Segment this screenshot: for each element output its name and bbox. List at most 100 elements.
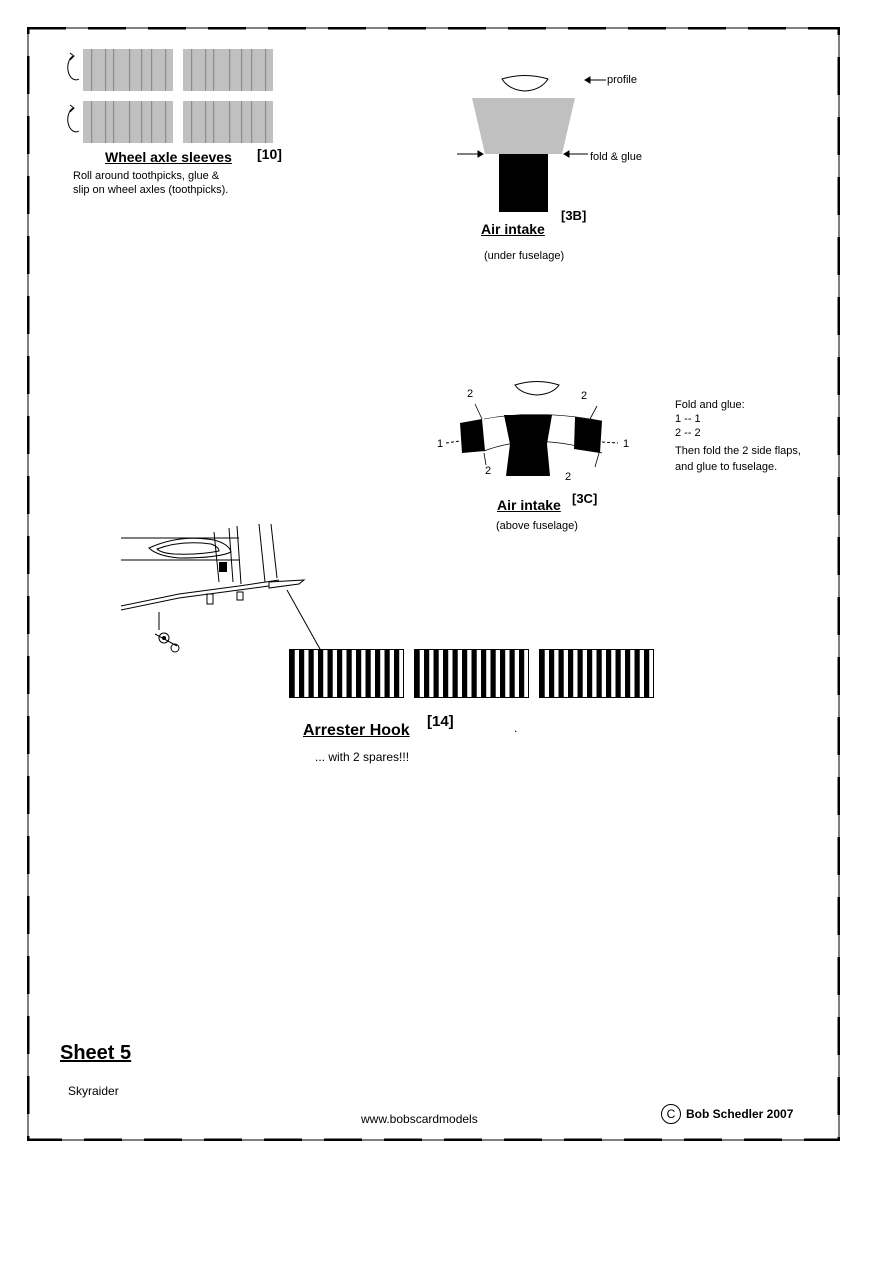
arrester-hook-stripe <box>625 649 631 698</box>
axle-sleeve-stripe <box>151 101 153 143</box>
air-intake-3c-note: (above fuselage) <box>496 520 578 532</box>
arrester-hook-stripe <box>337 649 343 698</box>
air-intake-3c-title: Air intake <box>497 497 561 513</box>
axle-sleeve-stripe <box>105 101 107 143</box>
arrester-hook-stripe <box>375 649 381 698</box>
mark-2-top-right: 2 <box>581 390 588 402</box>
axle-sleeve-stripe <box>251 101 253 143</box>
arrester-hook-part-number: [14] <box>427 713 454 730</box>
arrester-hook-stripe <box>634 649 640 698</box>
axle-sleeve-stripe <box>165 49 167 91</box>
arrester-hook-stripe <box>365 649 371 698</box>
arrester-hook-stripe <box>433 649 439 698</box>
arrester-hook-stripe <box>394 649 400 698</box>
axle-sleeve-stripe <box>129 49 131 91</box>
arrester-hook-stripe <box>452 649 458 698</box>
fold-glue-instruction-3: 2 -- 2 <box>675 427 701 439</box>
arrester-hook-stripe <box>289 649 295 698</box>
arrow-icon <box>457 150 484 158</box>
fold-glue-instruction-1: Fold and glue: <box>675 399 745 411</box>
wheel-sleeves-title: Wheel axle sleeves <box>105 149 232 165</box>
fold-glue-instruction-4: Then fold the 2 side flaps, <box>675 445 801 457</box>
axle-sleeve-stripe <box>265 101 267 143</box>
mark-1-right: 1 <box>623 438 630 450</box>
intake-3b-bottom-part <box>499 154 548 212</box>
arrester-hook-stripe <box>346 649 352 698</box>
mark-1-left: 1 <box>437 438 444 450</box>
arrow-icon <box>563 150 588 158</box>
profile-label: profile <box>607 74 637 86</box>
axle-sleeve-stripe <box>205 101 207 143</box>
axle-sleeve-part <box>183 101 273 143</box>
fold-glue-instruction-5: and glue to fuselage. <box>675 461 778 473</box>
axle-sleeve-part <box>83 101 173 143</box>
axle-sleeve-stripe <box>165 101 167 143</box>
arrester-hook-title: Arrester Hook <box>303 722 410 739</box>
arrester-hook-stripe <box>587 649 593 698</box>
arrester-hook-stripe <box>606 649 612 698</box>
sheet-number: Sheet 5 <box>60 1042 132 1064</box>
arrester-hook-stripe <box>509 649 515 698</box>
axle-sleeve-stripe <box>105 49 107 91</box>
axle-sleeve-stripe <box>213 101 215 143</box>
intake-3c-left-flap <box>460 419 485 453</box>
axle-sleeve-part <box>183 49 273 91</box>
axle-sleeve-stripe <box>241 101 243 143</box>
arrow-icon <box>584 76 606 84</box>
axle-sleeve-stripe <box>141 49 143 91</box>
model-name: Skyraider <box>68 1084 119 1098</box>
copyright-text: Bob Schedler 2007 <box>686 1107 794 1121</box>
axle-sleeve-stripe <box>129 101 131 143</box>
intake-3c-profile-outline <box>514 381 560 396</box>
axle-sleeve-stripe <box>113 101 115 143</box>
air-intake-3b-part-number: [3B] <box>561 208 587 223</box>
arrester-hook-stripe <box>490 649 496 698</box>
arrester-hook-stripe <box>356 649 362 698</box>
axle-sleeve-stripe <box>229 49 231 91</box>
copyright-icon: C <box>661 1104 681 1124</box>
axle-sleeve-stripe <box>91 49 93 91</box>
arrester-hook-note: ... with 2 spares!!! <box>315 750 410 764</box>
arrester-hook-stripe <box>644 649 650 698</box>
axle-sleeve-stripe <box>241 49 243 91</box>
stray-dot: . <box>514 721 518 735</box>
mark-2-bottom-right: 2 <box>565 471 572 483</box>
model-sheet: Wheel axle sleeves [10] Roll around toot… <box>27 27 840 1141</box>
wheel-axle-sleeves-diagram <box>67 49 273 143</box>
fold-glue-label: fold & glue <box>590 151 642 163</box>
arrester-hook-stripe <box>443 649 449 698</box>
arrester-hook-stripe <box>500 649 506 698</box>
mark-2-bottom-left: 2 <box>485 465 492 477</box>
profile-outline <box>501 75 549 92</box>
air-intake-3c-diagram <box>445 381 619 476</box>
air-intake-3b-title: Air intake <box>481 221 545 237</box>
arrester-hook-stripe <box>558 649 564 698</box>
arrester-hook-stripe <box>299 649 305 698</box>
arrester-hook-stripe <box>539 649 545 698</box>
arrester-hook-stripe <box>424 649 430 698</box>
arrester-hook-stripe <box>549 649 555 698</box>
arrester-hook-stripe <box>327 649 333 698</box>
axle-sleeve-stripe <box>141 101 143 143</box>
arrester-hook-stripe <box>384 649 390 698</box>
arrester-hook-stripe <box>615 649 621 698</box>
axle-sleeve-stripe <box>213 49 215 91</box>
arrester-hook-stripe <box>568 649 574 698</box>
website: www.bobscardmodels <box>361 1112 478 1126</box>
axle-sleeve-stripe <box>113 49 115 91</box>
wheel-sleeves-instruction-1: Roll around toothpicks, glue & <box>73 170 220 182</box>
axle-sleeve-stripe <box>191 49 193 91</box>
arrester-hook-stripe <box>596 649 602 698</box>
arrester-hook-stripe <box>318 649 324 698</box>
rotate-arrow-icon <box>67 52 80 81</box>
arrester-hook-stripe <box>519 649 525 698</box>
wheel-sleeves-part-number: [10] <box>257 146 282 162</box>
wheel-sleeves-instruction-2: slip on wheel axles (toothpicks). <box>73 184 229 196</box>
fold-glue-instruction-2: 1 -- 1 <box>675 413 701 425</box>
axle-sleeve-stripe <box>205 49 207 91</box>
sheet-frame <box>27 27 840 1141</box>
arrester-hook-stripe <box>577 649 583 698</box>
arrester-hook-strips <box>289 649 654 698</box>
arrester-hook-stripe <box>462 649 468 698</box>
air-intake-3c-part-number: [3C] <box>572 491 598 506</box>
